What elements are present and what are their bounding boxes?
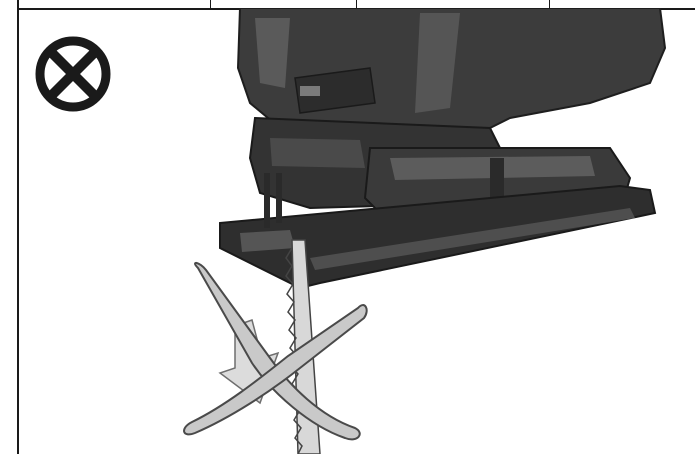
frame-left-rule (17, 0, 19, 454)
frame-top-cell (357, 0, 551, 8)
frame-top-cell (18, 0, 212, 8)
prohibited-x-circle-icon (35, 36, 111, 112)
frame-top-cell (211, 0, 357, 8)
jigsaw-pendulum-blade-icon (183, 8, 667, 454)
frame-top-cell (550, 0, 695, 8)
